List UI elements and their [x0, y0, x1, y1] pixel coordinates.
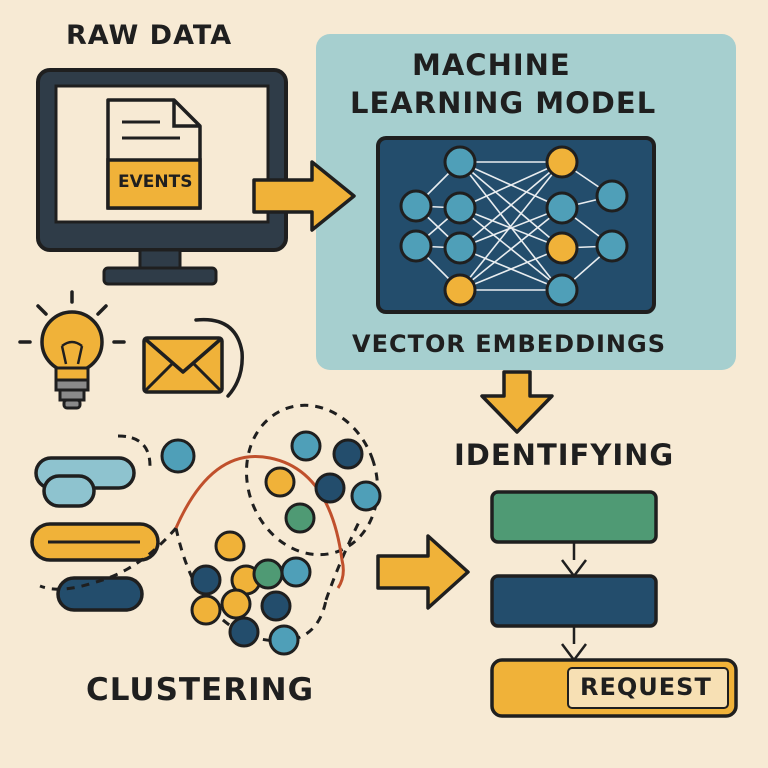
light-bulb-icon — [18, 290, 126, 410]
events-label: EVENTS — [118, 172, 193, 192]
arrow-right-icon — [252, 160, 356, 232]
clustering-label: CLUSTERING — [86, 672, 315, 708]
request-label: REQUEST — [580, 673, 712, 701]
vector-embeddings-label: VECTOR EMBEDDINGS — [352, 330, 666, 358]
identifying-label: IDENTIFYING — [454, 438, 675, 472]
flow-steps — [490, 490, 738, 718]
raw-data-label: RAW DATA — [66, 20, 233, 51]
neural-network — [376, 136, 656, 314]
arrow-down-icon — [480, 370, 554, 434]
cluster-curve — [174, 455, 345, 589]
document-icon — [106, 98, 202, 210]
envelope-icon — [142, 317, 244, 398]
data-shapes — [30, 456, 160, 612]
model-title-line1: MACHINE — [412, 48, 571, 82]
model-title-line2: LEARNING MODEL — [350, 86, 657, 120]
arrow-right-icon — [376, 534, 470, 610]
cluster-points — [160, 430, 382, 656]
